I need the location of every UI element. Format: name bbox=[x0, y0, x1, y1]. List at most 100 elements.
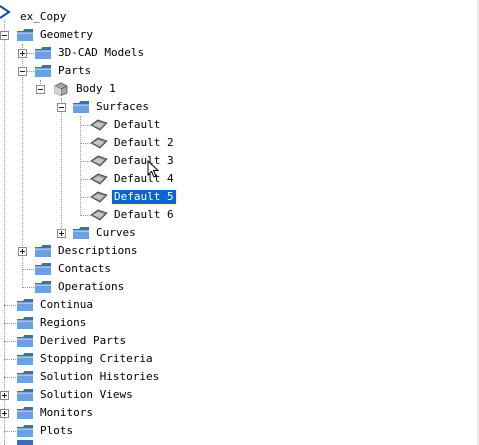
tree-item-label: Solution Histories bbox=[40, 370, 160, 383]
folder-icon bbox=[35, 47, 51, 59]
surface-item-label: Default 4 bbox=[114, 172, 174, 185]
folder-icon bbox=[17, 425, 33, 437]
tree-item-label: Body 1 bbox=[76, 82, 116, 95]
tree-item-label: Contacts bbox=[58, 262, 111, 275]
surface-item[interactable]: Default 2 bbox=[90, 134, 176, 152]
tree-guide-line bbox=[22, 44, 23, 288]
surface-item-label: Default bbox=[114, 118, 161, 131]
tree-guide-line bbox=[80, 125, 90, 126]
tree-item-label: Operations bbox=[58, 280, 125, 293]
descriptions-expand-toggle[interactable] bbox=[18, 247, 27, 256]
tree-item-label: Monitors bbox=[40, 406, 93, 419]
body-icon bbox=[54, 82, 68, 96]
tree-root-label: ex_Copy bbox=[20, 10, 67, 23]
folder-icon bbox=[17, 29, 33, 41]
tree-root[interactable]: ex_Copy bbox=[18, 8, 68, 26]
surface-icon bbox=[90, 191, 108, 203]
body-collapse-toggle[interactable] bbox=[36, 85, 45, 94]
surface-icon bbox=[90, 137, 108, 149]
folder-icon bbox=[17, 407, 33, 419]
tree-item-label: Parts bbox=[58, 64, 92, 77]
surface-item-label: Default 5 bbox=[111, 189, 177, 205]
tree-guide-line bbox=[80, 143, 90, 144]
surface-item-label: Default 6 bbox=[114, 208, 174, 221]
tree-guide-line bbox=[22, 287, 34, 288]
folder-icon bbox=[35, 65, 51, 77]
tree-item-label: Geometry bbox=[40, 28, 93, 41]
surface-item-selected[interactable]: Default 5 bbox=[90, 188, 177, 206]
surface-icon bbox=[90, 155, 108, 167]
folder-icon bbox=[73, 227, 89, 239]
tree-item-body-1[interactable]: Body 1 bbox=[52, 80, 118, 98]
surface-item[interactable]: Default 4 bbox=[90, 170, 176, 188]
parts-collapse-toggle[interactable] bbox=[18, 67, 27, 76]
tree-guide-line bbox=[4, 323, 16, 324]
tree-item-surfaces[interactable]: Surfaces bbox=[72, 98, 151, 116]
tree-item-geometry[interactable]: Geometry bbox=[16, 26, 95, 44]
tree-item-label: Stopping Criteria bbox=[40, 352, 153, 365]
folder-icon bbox=[17, 317, 33, 329]
surface-icon bbox=[90, 209, 108, 221]
tree-item-parts[interactable]: Parts bbox=[34, 62, 93, 80]
mouse-cursor-icon bbox=[147, 160, 160, 178]
tree-guide-line bbox=[22, 53, 36, 54]
folder-icon bbox=[17, 353, 33, 365]
tree-item-label: Curves bbox=[96, 226, 136, 239]
tree-guide-line bbox=[80, 197, 90, 198]
tree-guide-line bbox=[80, 179, 90, 180]
folder-icon bbox=[17, 299, 33, 311]
curves-expand-toggle[interactable] bbox=[57, 229, 66, 238]
tree-guide-line bbox=[4, 431, 16, 432]
tree-item-partial bbox=[16, 440, 38, 445]
tree-item-label: 3D-CAD Models bbox=[58, 46, 145, 59]
cad-models-expand-toggle[interactable] bbox=[18, 49, 27, 58]
surface-icon bbox=[90, 119, 108, 131]
tree-item-plots[interactable]: Plots bbox=[16, 422, 75, 440]
tree-item-label: Descriptions bbox=[58, 244, 138, 257]
tree-item-label: Solution Views bbox=[40, 388, 133, 401]
folder-icon bbox=[73, 101, 89, 113]
folder-icon bbox=[35, 281, 51, 293]
surface-item[interactable]: Default 3 bbox=[90, 152, 176, 170]
tree-item-solution-histories[interactable]: Solution Histories bbox=[16, 368, 161, 386]
tree-item-curves[interactable]: Curves bbox=[72, 224, 138, 242]
tree-guide-line bbox=[4, 377, 16, 378]
tree-item-label: Derived Parts bbox=[40, 334, 127, 347]
folder-icon bbox=[17, 440, 33, 445]
solution-views-expand-toggle[interactable] bbox=[0, 391, 9, 400]
surface-item-label: Default 3 bbox=[114, 154, 174, 167]
tree-item-regions[interactable]: Regions bbox=[16, 314, 88, 332]
folder-icon bbox=[17, 389, 33, 401]
folder-icon bbox=[35, 245, 51, 257]
tree-item-stopping-criteria[interactable]: Stopping Criteria bbox=[16, 350, 155, 368]
tree-guide-line bbox=[61, 98, 62, 234]
tree-item-derived-parts[interactable]: Derived Parts bbox=[16, 332, 128, 350]
tree-guide-line bbox=[4, 20, 5, 445]
tree-guide-line bbox=[22, 269, 34, 270]
tree-item-solution-views[interactable]: Solution Views bbox=[16, 386, 135, 404]
tree-guide-line bbox=[80, 116, 81, 214]
surface-icon bbox=[90, 173, 108, 185]
surface-item[interactable]: Default 6 bbox=[90, 206, 176, 224]
monitors-expand-toggle[interactable] bbox=[0, 409, 9, 418]
tree-item-label: Surfaces bbox=[96, 100, 149, 113]
panel-border bbox=[477, 0, 479, 445]
tree-item-operations[interactable]: Operations bbox=[34, 278, 126, 296]
tree-item-3d-cad-models[interactable]: 3D-CAD Models bbox=[34, 44, 146, 62]
tree-item-continua[interactable]: Continua bbox=[16, 296, 95, 314]
surfaces-collapse-toggle[interactable] bbox=[57, 103, 66, 112]
surface-item[interactable]: Default bbox=[90, 116, 162, 134]
tree-guide-line bbox=[4, 305, 16, 306]
folder-icon bbox=[35, 263, 51, 275]
surface-item-label: Default 2 bbox=[114, 136, 174, 149]
tree-item-label: Regions bbox=[40, 316, 87, 329]
tree-item-monitors[interactable]: Monitors bbox=[16, 404, 95, 422]
tree-item-descriptions[interactable]: Descriptions bbox=[34, 242, 139, 260]
tree-guide-line bbox=[4, 341, 16, 342]
simulation-icon bbox=[0, 4, 12, 20]
tree-item-label: Continua bbox=[40, 298, 93, 311]
folder-icon bbox=[17, 371, 33, 383]
geometry-collapse-toggle[interactable] bbox=[0, 31, 9, 40]
tree-item-contacts[interactable]: Contacts bbox=[34, 260, 113, 278]
